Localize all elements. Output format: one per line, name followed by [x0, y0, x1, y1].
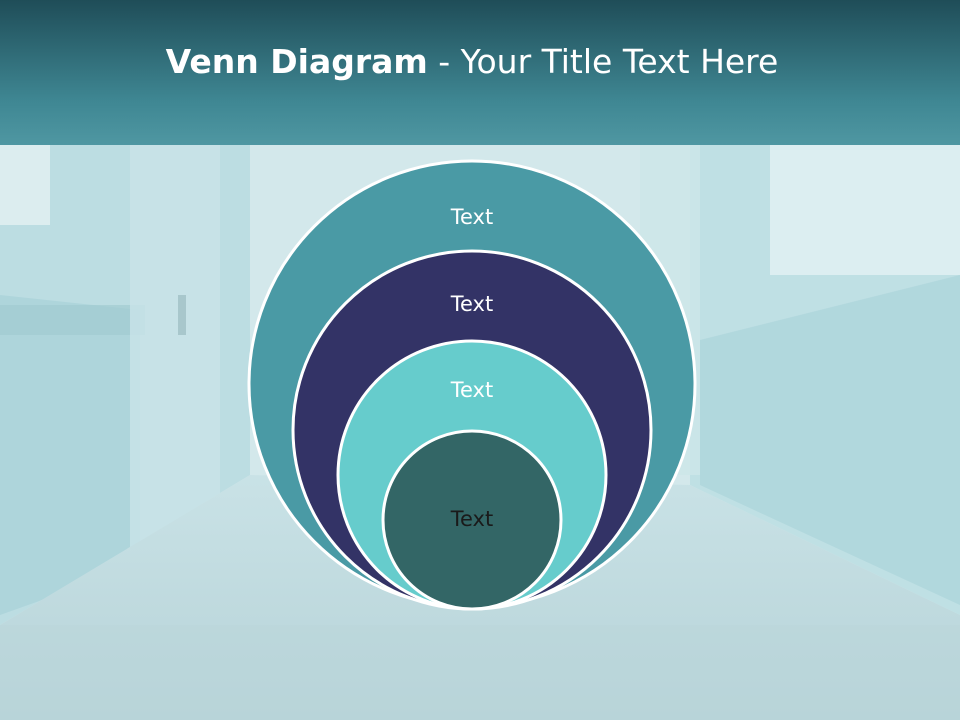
- circle-outer-label: Text: [450, 205, 493, 229]
- circle-second-label: Text: [450, 292, 493, 316]
- slide-title-bold: Venn Diagram: [165, 42, 428, 81]
- circle-inner-shape: [381, 429, 563, 611]
- slide-title-rest: - Your Title Text Here: [427, 42, 779, 81]
- slide-title: Venn Diagram - Your Title Text Here: [0, 40, 944, 84]
- circle-third-label: Text: [450, 378, 493, 402]
- circle-inner-label: Text: [450, 507, 493, 531]
- title-bar: Venn Diagram - Your Title Text Here: [0, 0, 960, 145]
- circle-inner: Text: [381, 429, 563, 611]
